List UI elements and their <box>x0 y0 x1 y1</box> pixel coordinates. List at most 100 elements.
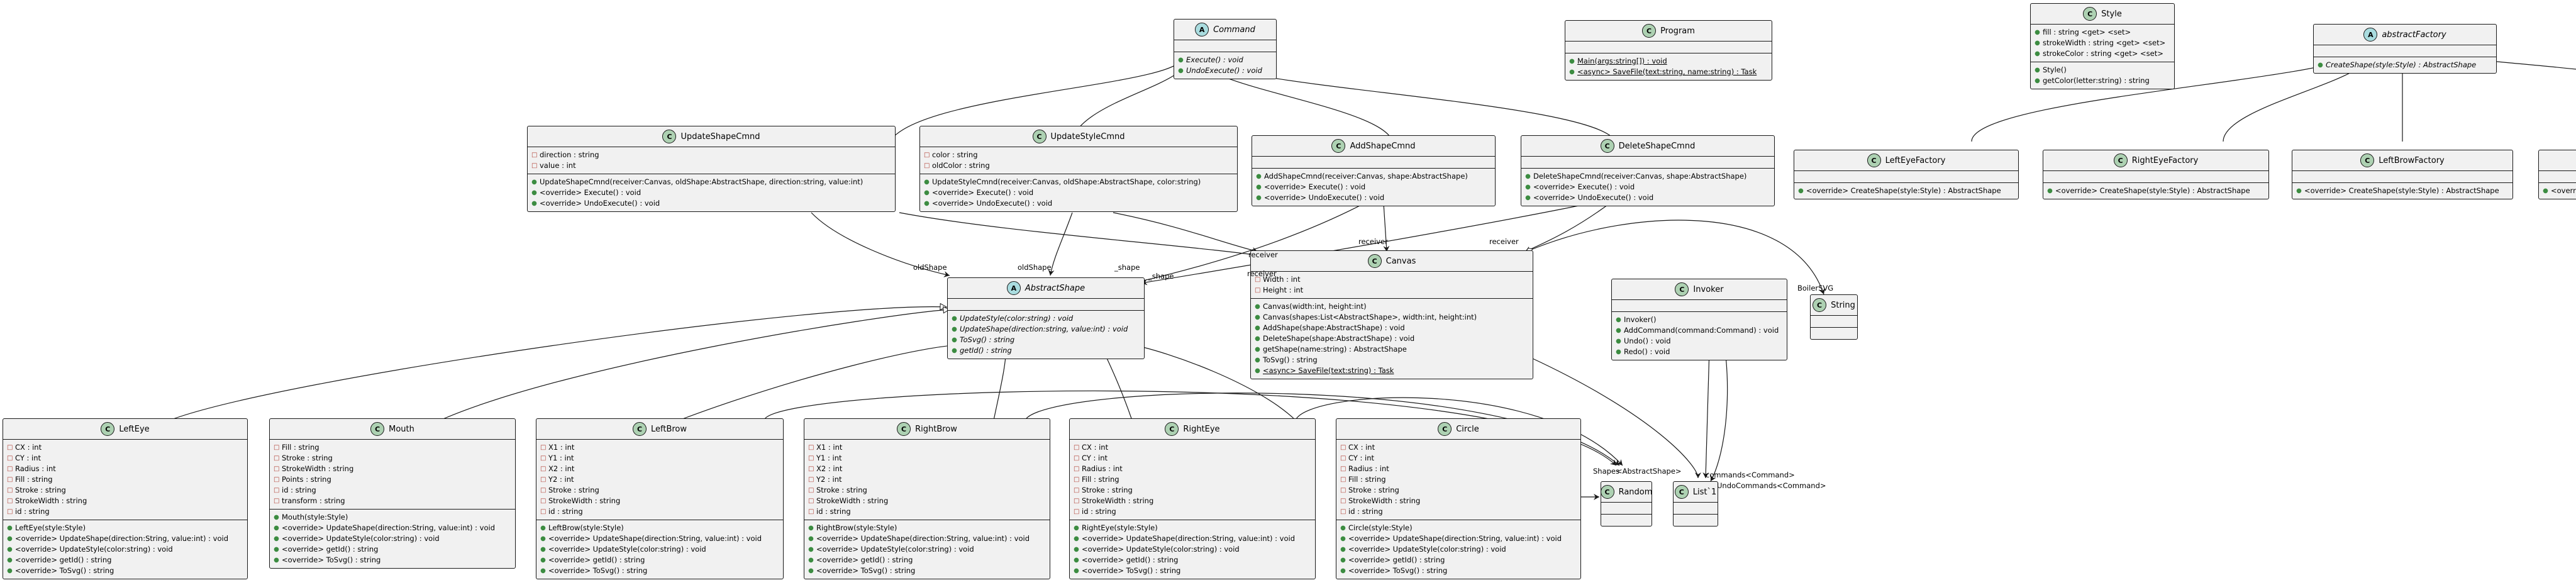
class-name: RightEyeFactory <box>2131 155 2199 165</box>
field-row: ●strokeColor : string <get> <set> <box>2035 48 2170 59</box>
edge-updatestyle-abstractshape <box>1048 212 1073 276</box>
field-row: □Points : string <box>274 474 511 485</box>
method-text: <override> getId() : string <box>548 555 645 564</box>
public-marker-icon: ● <box>924 179 930 186</box>
method-text: <override> UndoExecute() : void <box>932 199 1053 208</box>
public-marker-icon: ● <box>1255 335 1260 342</box>
method-text: <override> UpdateStyle(color:string) : v… <box>816 545 974 554</box>
class-badge-icon: C <box>1438 422 1452 436</box>
methods-section: ●UpdateStyleCmnd(receiver:Canvas, oldSha… <box>920 174 1237 211</box>
field-text: Width : int <box>1263 275 1301 284</box>
public-marker-icon: ● <box>1616 338 1621 345</box>
fields-section <box>1612 299 1787 311</box>
public-marker-icon: ● <box>2296 187 2302 194</box>
method-row: ●Execute() : void <box>1178 55 1272 65</box>
private-marker-icon: □ <box>274 487 280 494</box>
class-factory-partial[interactable]: ●<overr <box>2538 150 2576 199</box>
public-marker-icon: ● <box>2035 50 2040 57</box>
method-text: <override> UpdateShape(direction:String,… <box>15 534 229 543</box>
class-name: DeleteShapeCmnd <box>1618 141 1696 151</box>
field-text: CY : int <box>15 454 42 462</box>
class-badge-icon: C <box>1867 153 1881 167</box>
class-name: UpdateShapeCmnd <box>680 131 760 142</box>
method-text: <override> getId() : string <box>1348 555 1445 564</box>
class-badge-icon: C <box>1600 485 1614 499</box>
method-row: ●<override> UpdateShape(direction:String… <box>1074 533 1311 544</box>
method-text: Style() <box>2043 65 2067 74</box>
public-marker-icon: ● <box>540 557 546 564</box>
public-marker-icon: ● <box>808 557 814 564</box>
field-text: CX : int <box>15 443 42 452</box>
edge-label-undocommands: UndoCommands<Command> <box>1717 481 1826 490</box>
class-badge-icon: C <box>1331 139 1346 153</box>
methods-section: ●Execute() : void●UndoExecute() : void <box>1174 52 1276 79</box>
method-text: Canvas(width:int, height:int) <box>1263 302 1367 311</box>
method-row: ●ToSvg() : string <box>952 335 1140 345</box>
field-row: □Radius : int <box>1340 464 1577 474</box>
method-row: ●getShape(name:string) : AbstractShape <box>1255 344 1529 355</box>
edge-label-shapes-type: <AbstractShape> <box>1616 467 1682 476</box>
method-text: <override> CreateShape(style:Style) : Ab… <box>2304 186 2499 195</box>
method-row: ●RightBrow(style:Style) <box>808 523 1046 533</box>
edge-leftbrow-abstractshape <box>679 345 969 421</box>
method-row: ●<override> UndoExecute() : void <box>924 198 1233 209</box>
method-row: ●getId() : string <box>952 345 1140 356</box>
method-row: ●<override> UpdateStyle(color:string) : … <box>7 544 243 555</box>
method-row: ●<override> Execute() : void <box>1256 182 1491 192</box>
class-badge-icon: C <box>1032 130 1046 143</box>
method-row: ●DeleteShapeCmnd(receiver:Canvas, shape:… <box>1525 171 1770 182</box>
edge-addshape-abstractshape <box>1138 203 1365 284</box>
private-marker-icon: □ <box>808 498 814 504</box>
method-text: AddCommand(command:Command) : void <box>1624 326 1779 335</box>
public-marker-icon: ● <box>1256 173 1262 180</box>
class-header <box>2539 150 2576 170</box>
field-text: Stroke : string <box>1348 486 1399 494</box>
method-text: <override> Execute() : void <box>540 188 641 197</box>
method-row: ●<override> ToSvg() : string <box>540 566 779 576</box>
method-row: ●UpdateStyle(color:string) : void <box>952 313 1140 324</box>
private-marker-icon: □ <box>1340 476 1346 483</box>
class-badge-icon: C <box>1674 485 1689 499</box>
field-text: CY : int <box>1082 454 1108 462</box>
method-text: <override> ToSvg() : string <box>282 555 381 564</box>
class-name: Program <box>1660 26 1695 36</box>
methods-section: ●Mouth(style:Style)●<override> UpdateSha… <box>270 509 515 568</box>
method-text: <override> UpdateShape(direction:String,… <box>548 534 762 543</box>
method-text: getShape(name:string) : AbstractShape <box>1263 345 1407 354</box>
method-row: ●DeleteShape(shape:AbstractShape) : void <box>1255 333 1529 344</box>
class-name: String <box>1831 300 1855 310</box>
field-row: □CY : int <box>1074 453 1311 464</box>
field-text: Y2 : int <box>548 475 574 484</box>
method-row: ●Undo() : void <box>1616 336 1783 347</box>
field-text: X2 : int <box>548 464 575 473</box>
class-name: Invoker <box>1693 284 1724 294</box>
public-marker-icon: ● <box>540 567 546 574</box>
field-text: StrokeWidth : string <box>15 496 87 505</box>
